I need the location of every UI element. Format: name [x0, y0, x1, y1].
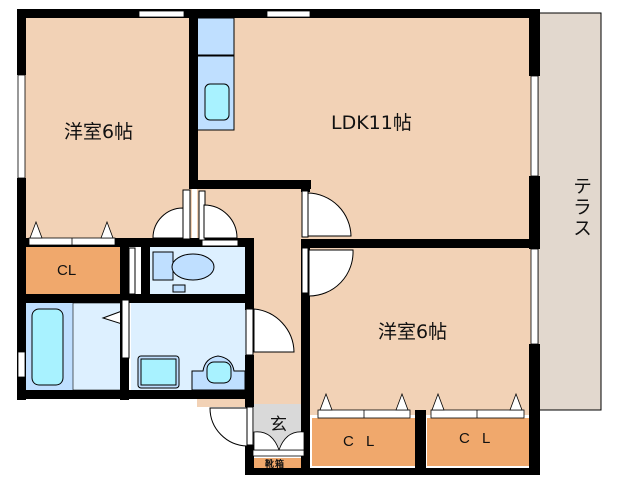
windows — [17, 10, 539, 378]
closet-left-label: CL — [57, 262, 77, 279]
bedroom-left-floor — [25, 17, 192, 239]
ldk-floor — [197, 17, 532, 180]
kitchen-counter — [196, 17, 235, 56]
washing-machine-inner — [140, 358, 177, 386]
window-bath — [17, 351, 26, 378]
toilet-paper-icon — [172, 284, 186, 293]
closet-left-floor — [25, 246, 121, 295]
closet-bottom-1-floor — [312, 418, 417, 466]
bedroom-right-label: 洋室6帖 — [378, 321, 448, 343]
window-left-bedroom — [17, 74, 26, 179]
window-ldk-right — [530, 75, 539, 177]
terrace-label: テラス — [570, 176, 592, 239]
closet-bottom-2-floor — [427, 418, 532, 466]
entrance-label: 玄 — [270, 415, 287, 435]
bathtub-icon — [31, 308, 64, 386]
shoe-cabinet-floor — [254, 458, 304, 470]
ldk-label: LDK11帖 — [331, 112, 412, 134]
closet-bottom-1-label: C L — [343, 433, 379, 450]
toilet-tank-icon — [152, 251, 174, 281]
closet-bottom-2-label: C L — [459, 430, 495, 447]
shoe-cabinet-label: 靴箱 — [265, 460, 286, 470]
doors — [121, 189, 354, 447]
kitchen-sink-icon — [204, 83, 230, 121]
bedroom-left-label: 洋室6帖 — [64, 121, 134, 143]
entrance-door-arcs — [253, 431, 305, 451]
terrace-area — [537, 12, 602, 411]
toilet-bowl-icon — [171, 253, 215, 281]
vanity-basin-icon — [206, 361, 232, 384]
window-bedroom-right — [530, 248, 539, 345]
window-top-ldk — [266, 10, 311, 18]
window-top-left — [138, 10, 185, 18]
